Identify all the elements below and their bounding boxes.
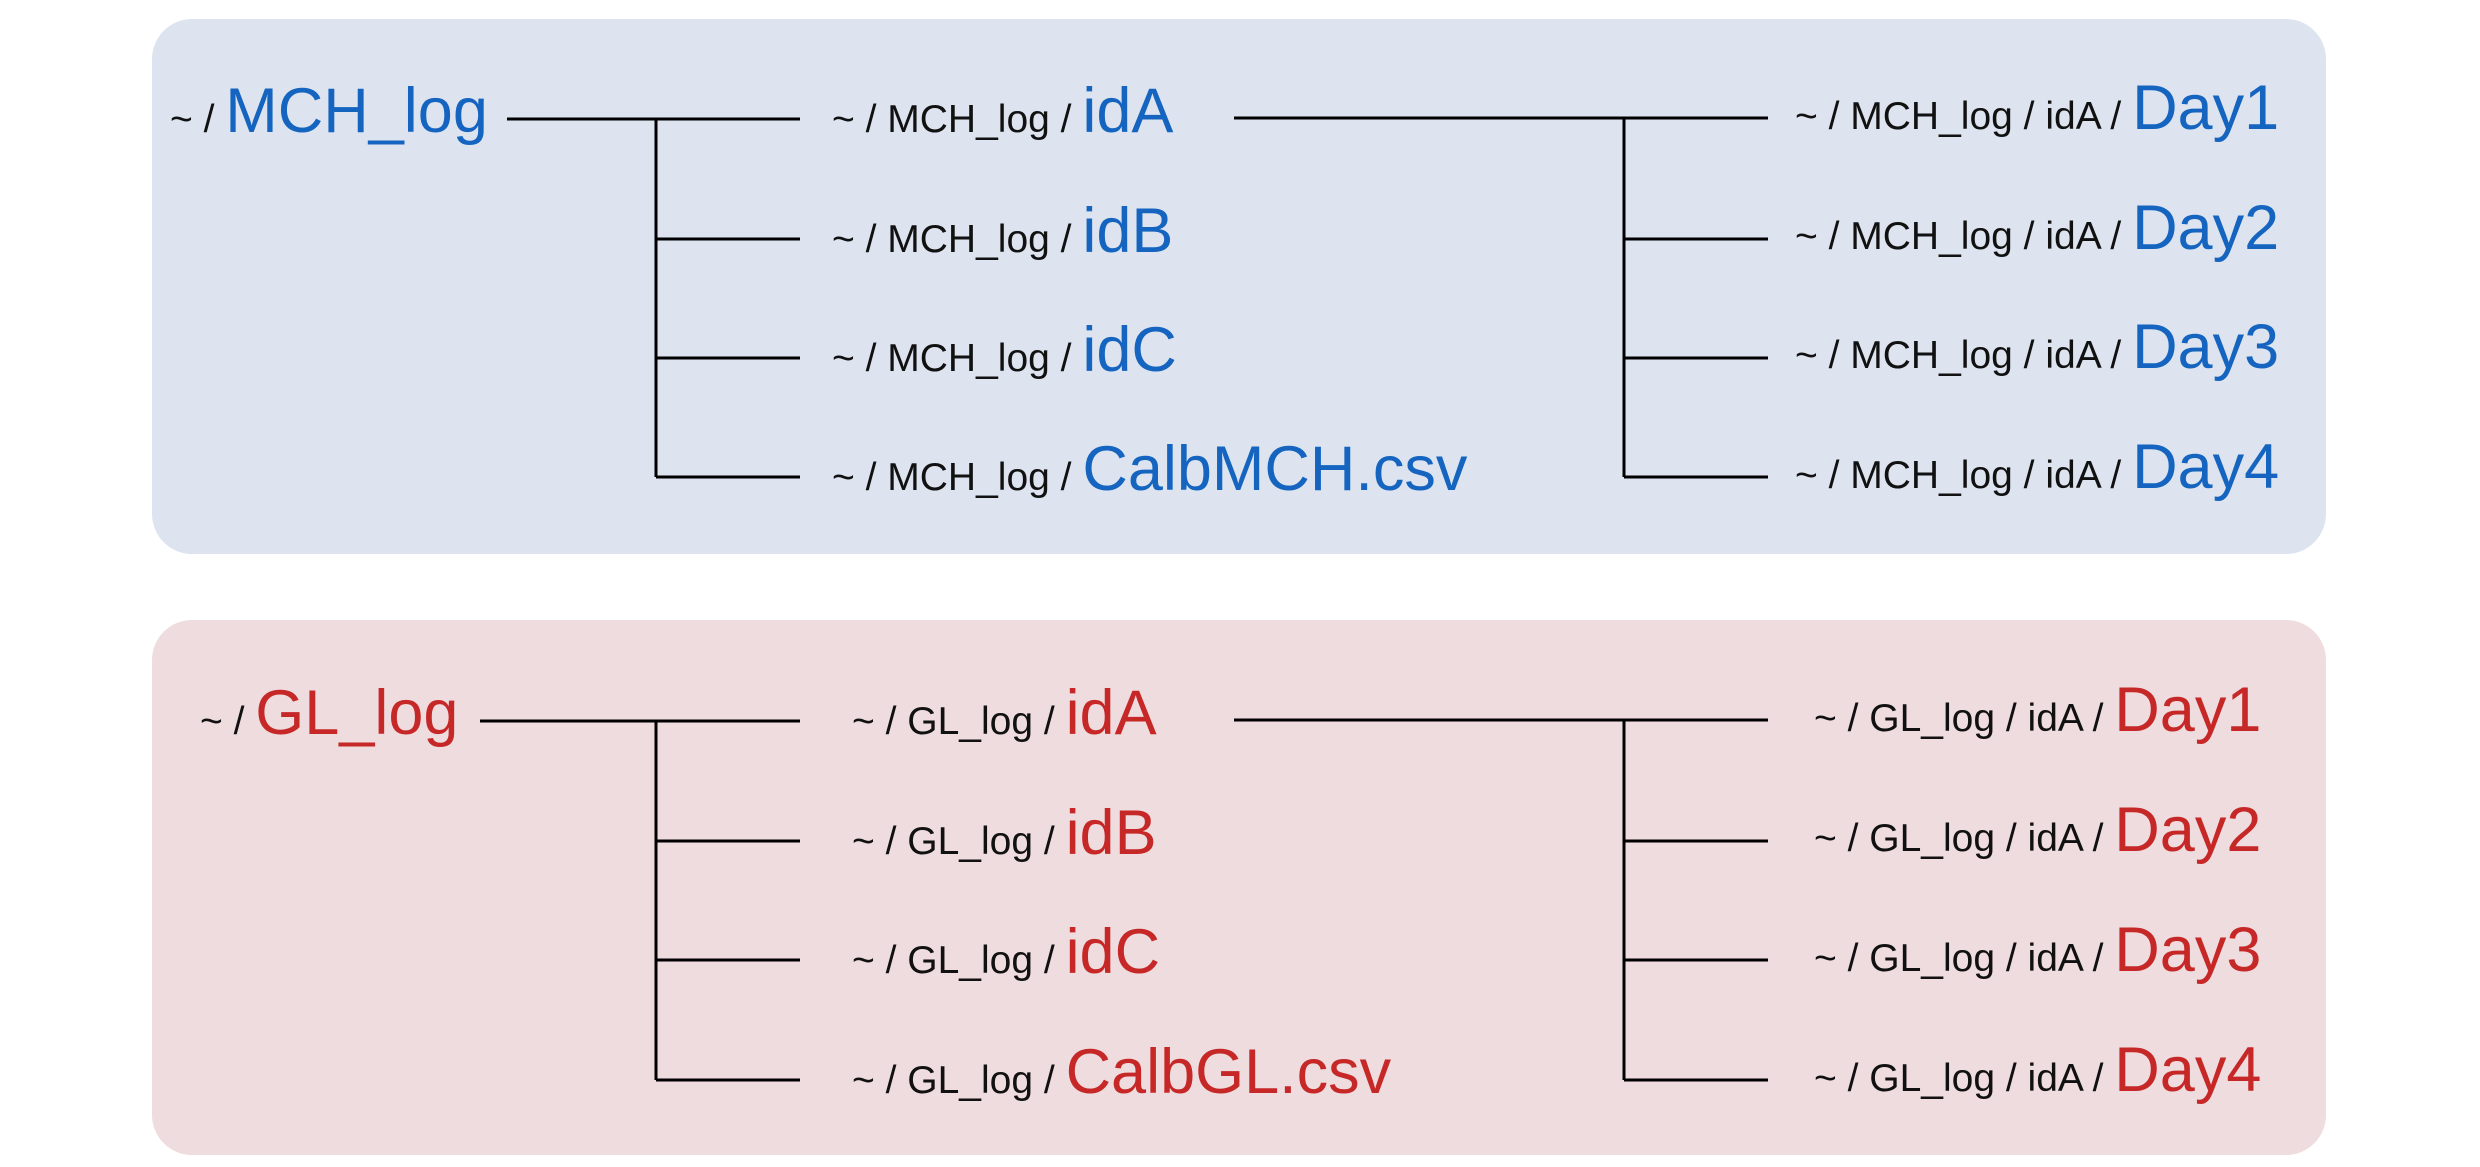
mch-day-node: ~ / MCH_log / idA / Day1 [1795, 76, 2279, 140]
node-name: Day4 [2132, 431, 2280, 502]
node-path-prefix: ~ / MCH_log / [832, 336, 1083, 380]
node-path-prefix: ~ / GL_log / idA / [1814, 696, 2115, 740]
node-name: Day2 [2132, 192, 2280, 263]
node-path-prefix: ~ / GL_log / [852, 699, 1066, 743]
node-name: idB [1082, 195, 1174, 266]
node-name: GL_log [255, 677, 459, 748]
gl-root-node: ~ / GL_log [200, 681, 458, 745]
node-path-prefix: ~ / GL_log / [852, 938, 1066, 982]
mch-child-node: ~ / MCH_log / idC [832, 318, 1177, 382]
mch-tree-panel: ~ / MCH_log ~ / MCH_log / idA ~ / MCH_lo… [152, 19, 2326, 554]
node-name: Day4 [2114, 1034, 2262, 1105]
node-path-prefix: ~ / [200, 699, 256, 743]
gl-tree-panel: ~ / GL_log ~ / GL_log / idA ~ / GL_log /… [152, 620, 2326, 1155]
node-path-prefix: ~ / GL_log / [852, 819, 1066, 863]
node-name: idA [1065, 677, 1157, 748]
node-path-prefix: ~ / MCH_log / idA / [1795, 214, 2133, 258]
mch-day-node: ~ / MCH_log / idA / Day2 [1795, 196, 2279, 260]
mch-root-node: ~ / MCH_log [170, 79, 488, 143]
gl-child-node: ~ / GL_log / idA [852, 681, 1157, 745]
node-path-prefix: ~ / MCH_log / [832, 97, 1083, 141]
mch-day-node: ~ / MCH_log / idA / Day3 [1795, 315, 2279, 379]
node-path-prefix: ~ / [170, 97, 226, 141]
node-path-prefix: ~ / MCH_log / [832, 455, 1083, 499]
node-path-prefix: ~ / MCH_log / idA / [1795, 453, 2133, 497]
gl-child-node: ~ / GL_log / CalbGL.csv [852, 1040, 1391, 1104]
gl-day-node: ~ / GL_log / idA / Day2 [1814, 798, 2261, 862]
node-path-prefix: ~ / MCH_log / idA / [1795, 333, 2133, 377]
node-name: idC [1082, 314, 1177, 385]
mch-day-node: ~ / MCH_log / idA / Day4 [1795, 435, 2279, 499]
node-name: idB [1065, 797, 1157, 868]
gl-child-node: ~ / GL_log / idC [852, 920, 1160, 984]
node-path-prefix: ~ / MCH_log / idA / [1795, 94, 2133, 138]
gl-day-node: ~ / GL_log / idA / Day4 [1814, 1038, 2261, 1102]
mch-tree-connectors [507, 116, 1768, 479]
node-path-prefix: ~ / MCH_log / [832, 217, 1083, 261]
node-name: Day1 [2132, 72, 2280, 143]
mch-child-node: ~ / MCH_log / idB [832, 199, 1173, 263]
gl-child-node: ~ / GL_log / idB [852, 801, 1157, 865]
gl-day-node: ~ / GL_log / idA / Day1 [1814, 678, 2261, 742]
node-name: Day3 [2132, 311, 2280, 382]
node-name: idC [1065, 916, 1161, 987]
gl-day-node: ~ / GL_log / idA / Day3 [1814, 918, 2261, 982]
node-name: idA [1082, 75, 1174, 146]
node-name: Day2 [2114, 794, 2262, 865]
node-name: Day3 [2114, 914, 2262, 985]
node-path-prefix: ~ / GL_log / idA / [1814, 816, 2115, 860]
node-name: Day1 [2114, 674, 2262, 745]
gl-tree-connectors [480, 718, 1768, 1082]
node-name: MCH_log [225, 75, 488, 146]
mch-child-node: ~ / MCH_log / idA [832, 79, 1173, 143]
node-name: CalbGL.csv [1065, 1036, 1392, 1107]
node-path-prefix: ~ / GL_log / [852, 1058, 1066, 1102]
node-path-prefix: ~ / GL_log / idA / [1814, 936, 2115, 980]
node-path-prefix: ~ / GL_log / idA / [1814, 1056, 2115, 1100]
node-name: CalbMCH.csv [1082, 433, 1468, 504]
mch-child-node: ~ / MCH_log / CalbMCH.csv [832, 437, 1467, 501]
